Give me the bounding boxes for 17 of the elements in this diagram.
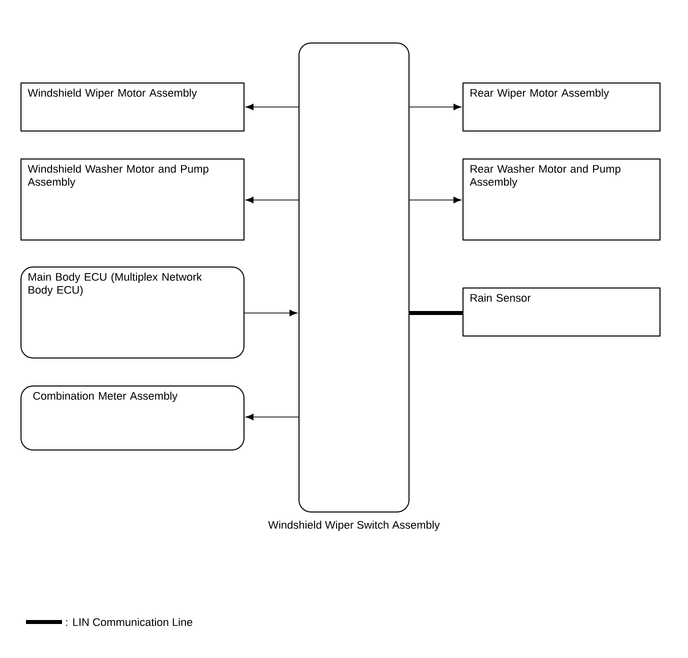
- arrow: [246, 414, 299, 420]
- lin-line: [410, 311, 462, 315]
- component-box: Rain Sensor: [462, 288, 660, 336]
- component-box: Rear Washer Motor and Pump Assembly: [462, 158, 660, 240]
- component-box: Windshield Wiper Motor Assembly: [20, 82, 244, 132]
- arrow: [409, 104, 462, 110]
- arrow: [246, 196, 299, 204]
- component-box: Combination Meter Assembly: [20, 386, 244, 450]
- component-box: Main Body ECU (Multiplex Network Body ECU): [20, 266, 244, 358]
- legend-text: : LIN Communication Line: [66, 618, 192, 626]
- component-box: Rear Wiper Motor Assembly: [462, 82, 660, 132]
- component-box: Windshield Washer Motor and Pump Assembly: [20, 158, 244, 240]
- switch-box: Windshield Wiper Switch Assembly: [268, 42, 440, 531]
- arrow: [409, 196, 462, 204]
- arrow: [244, 310, 298, 316]
- arrow: [246, 104, 299, 110]
- node-label: Windshield Wiper Switch Assembly: [268, 520, 440, 531]
